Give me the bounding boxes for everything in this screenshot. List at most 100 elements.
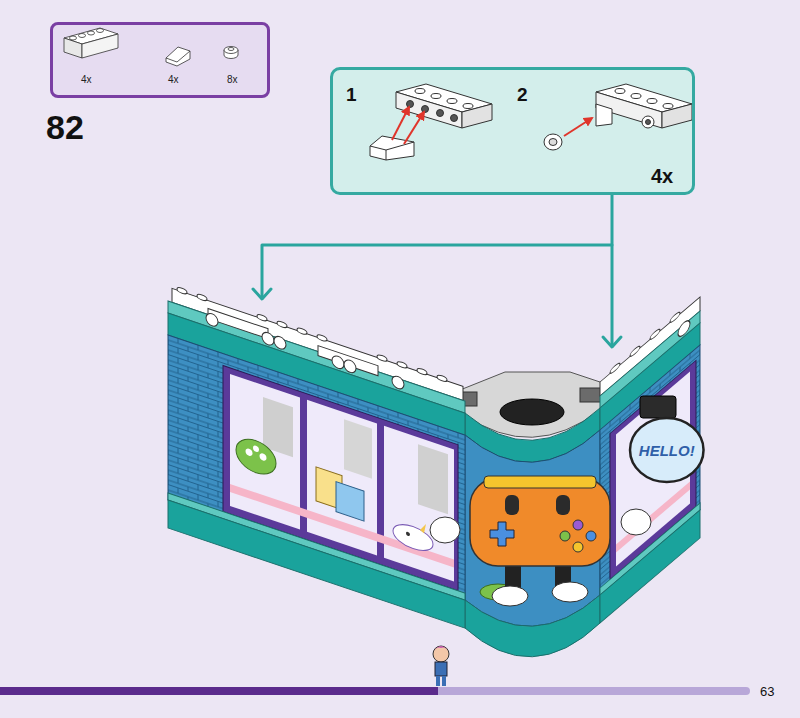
brick-1x4-icon <box>64 38 82 58</box>
left-wall <box>418 444 448 514</box>
brick-with-slope <box>646 120 651 125</box>
left-wall <box>392 374 404 390</box>
brick-1x4 <box>463 104 473 109</box>
alien-sticker <box>246 448 253 457</box>
brick-1x4 <box>451 115 458 122</box>
unicorn-sticker <box>393 513 433 555</box>
left-wall <box>168 284 465 629</box>
left-wall <box>332 354 344 370</box>
left-wall <box>377 354 387 362</box>
brick-with-slope <box>596 84 692 128</box>
part-quantity: 8x <box>227 75 238 85</box>
brick-1x4 <box>415 89 425 94</box>
red-arrow <box>564 118 592 136</box>
poster-sticker <box>336 482 364 521</box>
callout-leader <box>253 195 621 347</box>
brick-with-slope <box>642 116 654 128</box>
slope-icon <box>166 51 190 62</box>
left-wall <box>168 493 465 600</box>
brick-1x4 <box>437 110 444 117</box>
multiplier-label: 4x <box>651 166 673 186</box>
step-number: 82 <box>46 110 84 144</box>
round-plate-icon <box>228 48 234 51</box>
brick-1x4 <box>396 92 462 128</box>
sign-bracket <box>640 396 676 418</box>
brick-1x4-icon <box>64 28 118 58</box>
alien-sticker <box>260 452 267 461</box>
unicorn-sticker <box>406 531 410 536</box>
gamepad-character <box>430 517 460 543</box>
brick-with-slope <box>615 89 625 94</box>
left-wall <box>344 358 356 374</box>
slope-icon <box>166 47 190 66</box>
unicorn-sticker <box>393 520 433 555</box>
red-arrow <box>404 112 424 144</box>
substep-number: 2 <box>517 85 528 104</box>
left-wall <box>197 293 207 301</box>
brick-with-slope <box>663 104 673 109</box>
gamepad-character <box>430 476 651 606</box>
brick-1x4 <box>407 101 414 108</box>
brick-1x4-icon <box>70 36 77 40</box>
slope-piece <box>370 142 414 150</box>
alien-sticker <box>236 434 276 479</box>
left-wall <box>206 312 218 328</box>
gamepad-character <box>490 522 514 546</box>
substep-callout-box: 124x <box>330 67 695 195</box>
brick-1x4-icon <box>88 31 95 35</box>
round-plate-icon <box>224 47 238 54</box>
gamepad-character <box>492 586 528 606</box>
brick-1x4-icon <box>97 29 104 33</box>
page-footer <box>0 687 438 695</box>
minidoll-figure <box>435 662 447 676</box>
left-wall <box>318 346 378 376</box>
unicorn-sticker <box>420 522 426 534</box>
brick-with-slope <box>596 104 612 126</box>
round-plate-piece <box>544 134 562 150</box>
minidoll-figure <box>433 646 449 652</box>
part-quantity: 4x <box>81 75 92 85</box>
brick-1x4 <box>431 94 441 99</box>
callout-leader <box>253 289 271 299</box>
left-wall <box>317 334 327 342</box>
left-wall <box>257 313 267 321</box>
gamepad-character <box>586 531 596 541</box>
page-footer <box>0 646 750 695</box>
poster-sticker <box>316 467 364 521</box>
right-wall <box>630 345 640 359</box>
brick-with-slope <box>631 94 641 99</box>
gamepad-character <box>560 531 570 541</box>
brick-1x4 <box>462 104 492 128</box>
alien-sticker <box>236 434 276 479</box>
page-number: 63 <box>760 685 774 698</box>
slope-piece <box>386 150 387 160</box>
corner-top <box>580 388 602 402</box>
substep-callout <box>330 67 695 195</box>
left-wall <box>277 320 287 328</box>
left-wall <box>437 374 447 382</box>
left-wall <box>344 419 372 478</box>
left-wall <box>262 331 274 347</box>
callout-leader <box>603 337 621 347</box>
brick-1x4 <box>447 99 457 104</box>
left-wall <box>397 361 407 369</box>
gamepad-character <box>552 582 588 602</box>
part-quantity: 4x <box>168 75 179 85</box>
page-footer <box>0 687 750 695</box>
gamepad-character <box>470 478 610 566</box>
minidoll-figure <box>433 646 449 662</box>
parts-list-box: 4x 4x 8x <box>50 22 270 98</box>
corner-top <box>500 399 564 425</box>
left-wall <box>168 500 465 628</box>
slope-icon <box>166 47 190 66</box>
red-arrow <box>392 107 409 140</box>
gamepad-character <box>621 509 651 535</box>
left-wall <box>274 335 286 351</box>
right-wall <box>650 328 660 342</box>
gamepad-character <box>573 520 583 530</box>
parts-list <box>50 22 270 98</box>
gamepad-character <box>556 495 570 515</box>
